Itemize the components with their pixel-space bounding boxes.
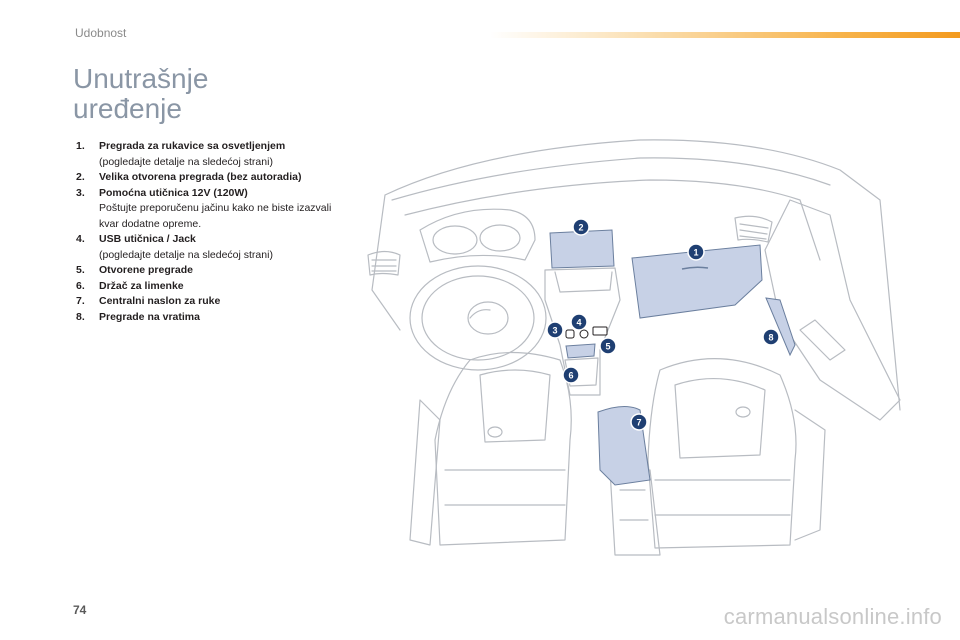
list-item: 5. Otvorene pregrade	[76, 263, 338, 279]
item-note: (pogledajte detalje na sledećoj strani)	[99, 248, 273, 261]
list-item: 4. USB utičnica / Jack (pogledajte detalje…	[76, 232, 338, 263]
open-storage-highlight	[565, 343, 596, 359]
item-number: 1.	[76, 140, 85, 152]
item-title: USB utičnica / Jack	[99, 233, 196, 245]
list-item: 2. Velika otvorena pregrada (bez autoradi…	[76, 170, 338, 186]
car-interior-illustration: 1 2 3 4 5 6 7 8	[367, 139, 901, 556]
callout-3: 3	[546, 321, 564, 339]
steering-wheel	[409, 265, 547, 371]
center-storage-highlight	[549, 229, 615, 269]
callout-4: 4	[570, 313, 588, 331]
right-air-vent	[734, 215, 773, 243]
list-item: 3. Pomoćna utičnica 12V (120W) Poštujte pr…	[76, 186, 338, 233]
right-door	[764, 199, 901, 421]
item-number: 3.	[76, 186, 85, 199]
item-title: Držač za limenke	[99, 279, 184, 292]
callout-1: 1	[687, 243, 705, 261]
watermark: carmanualsonline.info	[723, 604, 942, 629]
page-number: 74	[73, 603, 87, 617]
item-title: Pomoćna utičnica 12V (120W)	[99, 186, 248, 199]
feature-list: 1. Pregrada za rukavice sa osvetljenjem (p…	[76, 139, 338, 325]
door-pocket-highlight	[765, 297, 796, 357]
list-item: 1. Pregrada za rukavice sa osvetljenjem (p…	[76, 139, 338, 170]
item-number: 2.	[76, 171, 85, 183]
item-number: 8.	[76, 310, 85, 323]
item-note: Poštujte preporučenu jačinu kako ne bist…	[99, 202, 332, 230]
dashboard-top	[404, 179, 821, 261]
item-title: Pregrade na vratima	[99, 310, 200, 323]
item-title: Pregrada za rukavice sa osvetljenjem	[99, 140, 286, 152]
passenger-seat-back	[647, 358, 797, 549]
item-note: (pogledajte detalje na sledećoj strani)	[99, 155, 273, 168]
callout-label: 5	[605, 342, 610, 352]
item-title: Otvorene pregrade	[99, 264, 193, 276]
item-number: 6.	[76, 279, 85, 292]
callout-label: 4	[576, 318, 581, 328]
section-label: Udobnost	[75, 26, 127, 40]
list-item: 6. Držač za limenke	[76, 279, 338, 295]
item-title: Velika otvorena pregrada (bez autoradia)	[99, 171, 302, 183]
driver-seat-back	[434, 351, 572, 546]
item-title: Centralni naslon za ruke	[99, 295, 221, 307]
dashboard-outline	[371, 139, 901, 411]
list-item: 8. Pregrade na vratima	[76, 310, 338, 326]
callout-label: 7	[636, 418, 641, 428]
item-number: 5.	[76, 264, 85, 276]
left-air-vent	[367, 250, 401, 276]
glovebox-highlight	[631, 244, 763, 319]
callout-label: 3	[552, 326, 557, 336]
page-title: Unutrašnje uređenje	[73, 64, 323, 124]
callout-label: 1	[693, 248, 698, 258]
center-stack	[544, 267, 621, 396]
instrument-cluster	[419, 208, 536, 263]
item-number: 7.	[76, 295, 85, 307]
callout-6: 6	[562, 366, 580, 384]
callout-label: 2	[578, 223, 583, 233]
callout-8: 8	[762, 328, 780, 346]
callout-label: 8	[768, 333, 773, 343]
item-number: 4.	[76, 233, 85, 245]
callout-2: 2	[572, 218, 590, 236]
page-title-line-1: Unutrašnje	[73, 63, 209, 94]
page-title-line-2: uređenje	[73, 93, 182, 124]
callout-5: 5	[599, 337, 617, 355]
header-accent-bar	[490, 32, 960, 38]
list-item: 7. Centralni naslon za ruke	[76, 294, 338, 310]
callout-7: 7	[630, 413, 648, 431]
callout-label: 6	[568, 371, 573, 381]
